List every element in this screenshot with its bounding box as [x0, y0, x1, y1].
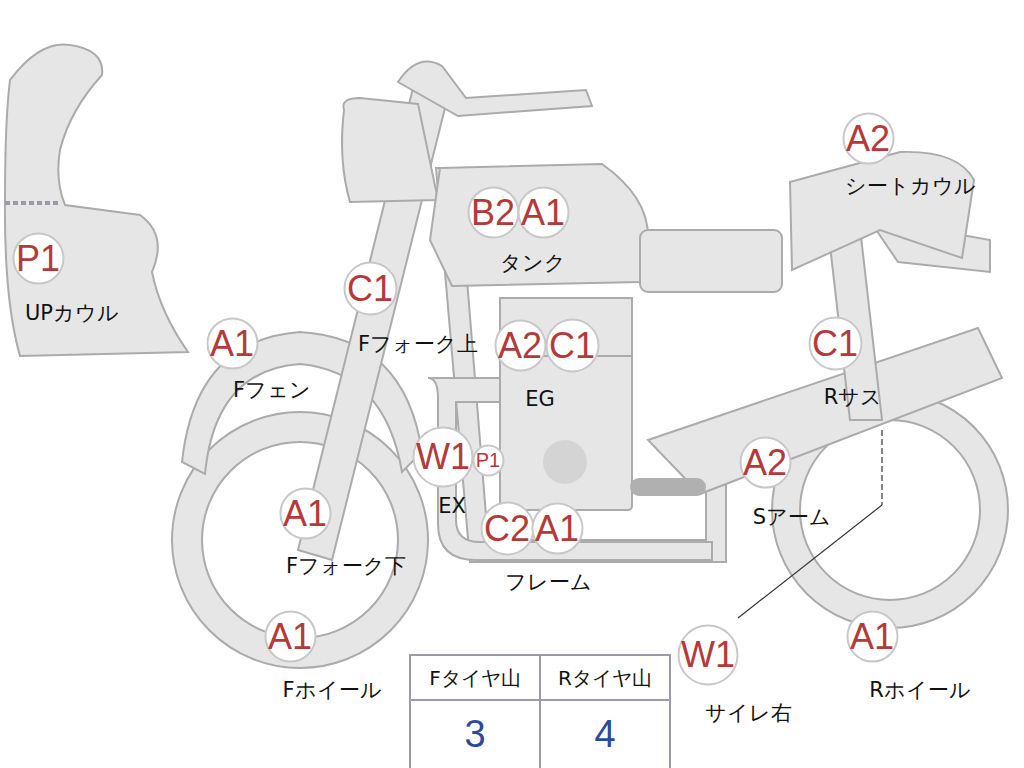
leader-line [881, 430, 882, 505]
callout-circle: A1 [206, 317, 259, 370]
tread-table [410, 655, 670, 768]
front-fork [298, 68, 452, 560]
callout-circle: A1 [517, 186, 570, 239]
callout-circle: B2 [467, 186, 520, 239]
engine-cover [543, 440, 587, 484]
callout-circle: A1 [264, 610, 317, 663]
paint-code: W1 [412, 426, 474, 488]
callout-circle: P1 [12, 232, 65, 285]
paint-code: A1 [279, 487, 332, 540]
headlight [342, 98, 438, 202]
callout-circle: P1 [472, 444, 505, 477]
part-name: Rサス [824, 383, 883, 411]
callout-circle: A2 [739, 436, 792, 489]
paint-code: C2 [480, 501, 535, 556]
paint-code: A2 [842, 112, 895, 165]
callout-circle: C1 [545, 318, 600, 373]
paint-code: P1 [472, 444, 505, 477]
paint-code: P1 [12, 232, 65, 285]
table-cell: 3 [464, 713, 485, 756]
footpeg [630, 478, 706, 496]
part-name: Fホイール [282, 676, 381, 704]
callout-circle: W1 [412, 426, 474, 488]
callout-circle: C1 [808, 316, 863, 371]
paint-code: A1 [846, 610, 899, 663]
handlebar [398, 62, 592, 116]
part-name: Fフォーク下 [286, 552, 406, 580]
paint-code: B2 [467, 186, 520, 239]
part-name: Fフォーク上 [358, 330, 478, 358]
callout-circle: A1 [531, 502, 584, 555]
paint-code: A2 [494, 319, 547, 372]
callout-circle: A1 [279, 487, 332, 540]
part-name: UPカウル [25, 299, 119, 327]
cowl-dash [5, 201, 60, 205]
paint-code: C1 [343, 261, 398, 316]
part-name: フレーム [505, 568, 592, 596]
callout-circle: A1 [846, 610, 899, 663]
part-name: Sアーム [753, 503, 831, 531]
paint-code: A1 [264, 610, 317, 663]
callout-circle: A2 [842, 112, 895, 165]
callout-circle: C2 [480, 501, 535, 556]
table-cell: Rタイヤ山 [558, 665, 652, 692]
table-cell: Fタイヤ山 [429, 665, 521, 692]
seat-cowl [790, 152, 974, 270]
paint-code: A1 [206, 317, 259, 370]
part-name: タンク [500, 249, 566, 277]
callout-circle: W1 [677, 624, 739, 686]
table-cell: 4 [594, 713, 615, 756]
paint-code: A1 [517, 186, 570, 239]
part-name: シートカウル [845, 172, 976, 200]
paint-code: C1 [545, 318, 600, 373]
part-name: Fフェン [233, 376, 311, 404]
tank [430, 164, 648, 286]
part-name: サイレ右 [705, 699, 792, 727]
seat [640, 230, 782, 292]
paint-code: A2 [739, 436, 792, 489]
part-name: Rホイール [869, 676, 971, 704]
paint-code: C1 [808, 316, 863, 371]
callout-circle: C1 [343, 261, 398, 316]
part-name: EG [525, 387, 555, 411]
part-name: EX [438, 494, 466, 518]
paint-code: W1 [677, 624, 739, 686]
up-cowl [5, 44, 188, 356]
callout-circle: A2 [494, 319, 547, 372]
paint-code: A1 [531, 502, 584, 555]
